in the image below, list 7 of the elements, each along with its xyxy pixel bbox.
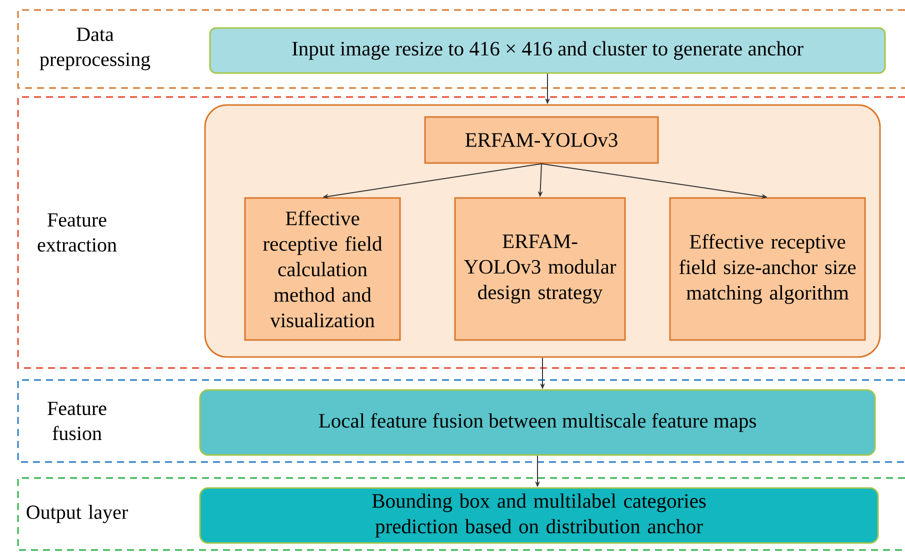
process-box: Local feature fusion between multiscale feature maps	[199, 389, 876, 456]
process-box: Effective receptive field size-anchor size matching algorithm	[669, 197, 866, 341]
process-box: ERFAM-YOLOv3 modular design strategy	[454, 197, 626, 341]
process-box: Input image resize to 416 × 416 and cluster to generate anchor	[209, 27, 886, 74]
process-box: Bounding box and multilabel categories prediction based on distribution anchor	[199, 487, 879, 544]
process-box: ERFAM-YOLOv3	[424, 116, 659, 164]
process-box: Effective receptive field calculation method and visualization	[244, 197, 401, 341]
